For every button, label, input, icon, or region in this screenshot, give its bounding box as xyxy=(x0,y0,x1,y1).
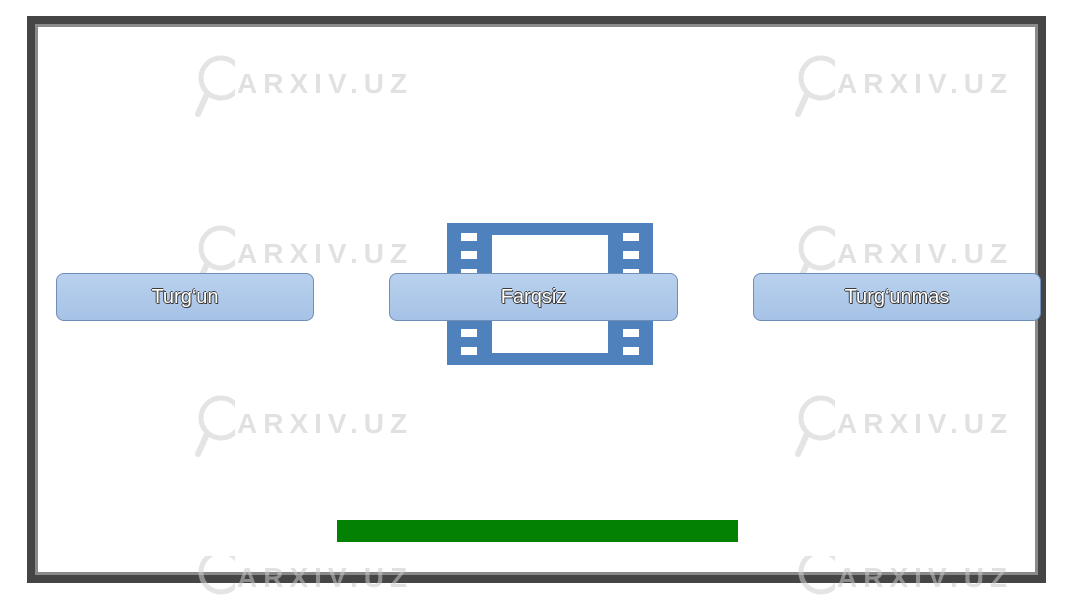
watermark: ARXIV.UZ xyxy=(195,388,413,460)
watermark-text: ARXIV.UZ xyxy=(237,562,414,593)
magnifier-icon xyxy=(795,395,835,457)
watermark: ARXIV.UZ xyxy=(195,218,413,290)
watermark: ARXIV.UZ xyxy=(795,388,1013,460)
magnifier-icon xyxy=(798,556,835,595)
watermark-text: ARXIV.UZ xyxy=(837,68,1014,99)
watermark: ARXIV.UZ xyxy=(195,48,413,120)
watermark: ARXIV.UZ xyxy=(795,48,1013,120)
magnifier-icon xyxy=(195,395,235,457)
watermark: ARXIV.UZ xyxy=(795,556,1013,600)
watermark-text: ARXIV.UZ xyxy=(237,408,414,439)
watermark-text: ARXIV.UZ xyxy=(237,238,414,269)
watermark-text: ARXIV.UZ xyxy=(837,238,1014,269)
watermark: ARXIV.UZ xyxy=(195,556,413,600)
magnifier-icon xyxy=(195,55,235,117)
watermark-text: ARXIV.UZ xyxy=(237,68,414,99)
stable-box: Turg‘un xyxy=(56,273,314,321)
green-bar xyxy=(337,520,738,542)
magnifier-icon xyxy=(198,556,235,595)
magnifier-icon xyxy=(795,55,835,117)
watermark-text: ARXIV.UZ xyxy=(837,408,1014,439)
unstable-box: Turg‘unmas xyxy=(753,273,1041,321)
neutral-box: Farqsiz xyxy=(389,273,678,321)
watermark-text: ARXIV.UZ xyxy=(837,562,1014,593)
